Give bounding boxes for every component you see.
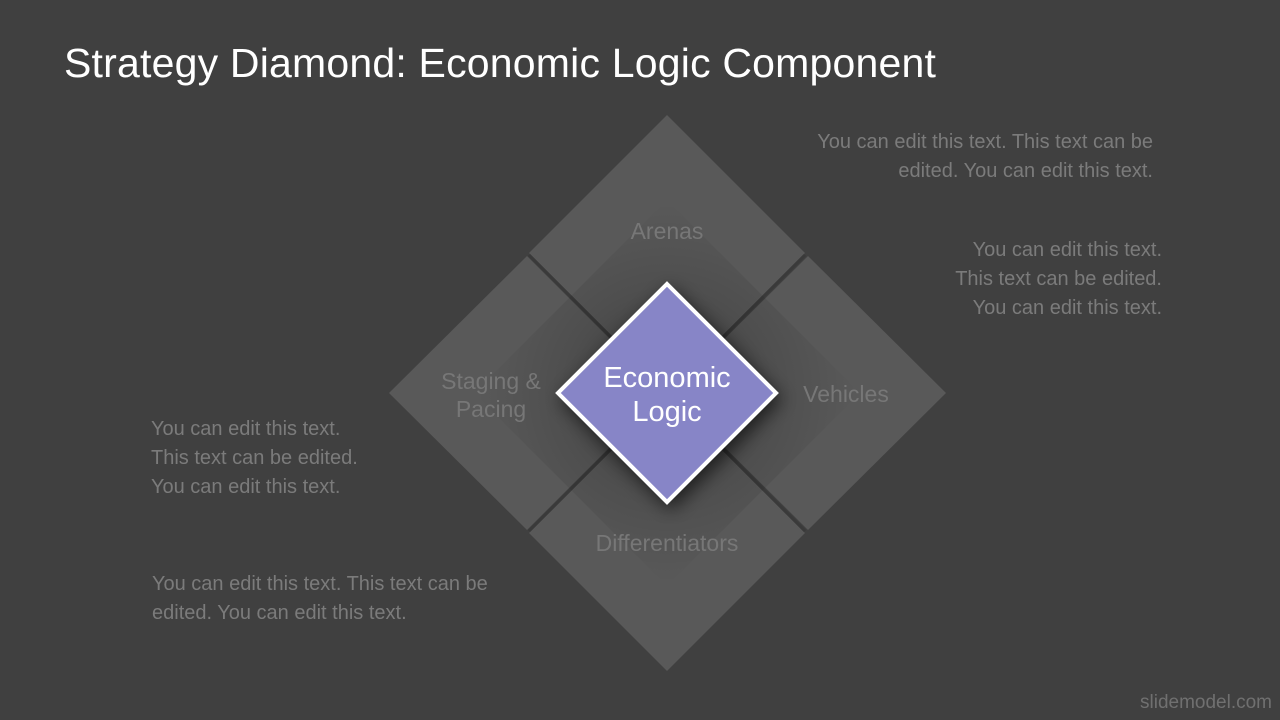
- label-text: Vehicles: [803, 381, 889, 407]
- slide-title: Strategy Diamond: Economic Logic Compone…: [64, 40, 937, 86]
- note-line: You can edit this text.: [151, 476, 341, 498]
- note-top-right-2[interactable]: You can edit this text. This text can be…: [955, 236, 1162, 323]
- segment-label-staging-pacing: Staging & Pacing: [441, 367, 541, 423]
- label-text: Staging &: [441, 368, 541, 394]
- note-line: You can edit this text.: [151, 418, 341, 440]
- note-bottom-left-2[interactable]: You can edit this text. This text can be…: [152, 570, 488, 628]
- note-line: This text can be edited.: [955, 268, 1162, 290]
- center-label-economic-logic: Economic Logic: [603, 361, 730, 429]
- label-text: Logic: [632, 396, 702, 428]
- note-line: You can edit this text.: [972, 297, 1162, 319]
- note-line: You can edit this text. This text can be: [817, 131, 1153, 153]
- note-line: edited. You can edit this text.: [898, 160, 1153, 182]
- note-line: You can edit this text. This text can be: [152, 573, 488, 595]
- watermark: slidemodel.com: [1140, 692, 1272, 713]
- note-bottom-left-1[interactable]: You can edit this text. This text can be…: [151, 415, 358, 502]
- label-text: Economic: [603, 362, 731, 394]
- note-line: This text can be edited.: [151, 447, 358, 469]
- center-diamond-economic-logic[interactable]: [555, 281, 779, 505]
- note-top-right-1[interactable]: You can edit this text. This text can be…: [817, 128, 1153, 186]
- segment-label-arenas: Arenas: [631, 217, 704, 245]
- label-text: Differentiators: [595, 530, 739, 556]
- note-line: edited. You can edit this text.: [152, 602, 407, 624]
- note-line: You can edit this text.: [972, 239, 1162, 261]
- segment-label-vehicles: Vehicles: [803, 380, 889, 408]
- segment-label-differentiators: Differentiators: [596, 529, 739, 557]
- label-text: Arenas: [630, 218, 704, 244]
- label-text: Pacing: [455, 396, 527, 422]
